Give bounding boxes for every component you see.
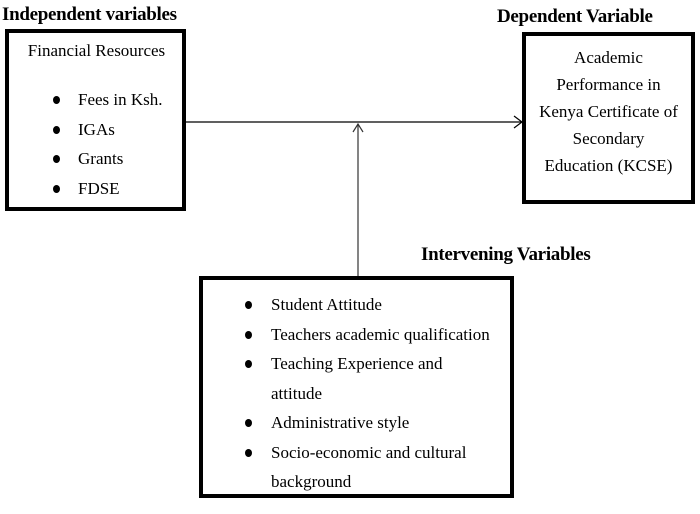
intervening-variables-heading: Intervening Variables <box>421 244 591 265</box>
bullet-icon <box>245 448 252 457</box>
item-label-continued: background <box>271 472 352 491</box>
item-label: Socio-economic and cultural <box>271 442 467 462</box>
bullet-icon <box>53 125 60 134</box>
list-item: Administrative style <box>203 408 510 438</box>
bullet-icon <box>53 96 60 104</box>
item-label: Teachers academic qualification <box>271 324 490 344</box>
bullet-icon <box>245 360 252 368</box>
independent-list: Fees in Ksh. IGAs Grants FDSE <box>9 85 182 203</box>
independent-variables-heading: Independent variables <box>2 4 177 25</box>
dependent-line: Performance in <box>556 75 661 94</box>
item-label: Administrative style <box>271 413 410 432</box>
item-label: Teaching Experience and <box>271 354 443 373</box>
list-item: Socio-economic and cultural background <box>203 438 510 497</box>
bullet-icon <box>245 301 252 309</box>
list-item: Fees in Ksh. <box>9 85 182 115</box>
dependent-variable-box: Academic Performance in Kenya Certificat… <box>522 32 695 204</box>
dependent-line: Academic <box>574 48 643 67</box>
list-item: Student Attitude <box>203 290 510 320</box>
item-label: Student Attitude <box>271 295 382 314</box>
list-item: Grants <box>9 144 182 174</box>
item-label: IGAs <box>78 119 115 139</box>
intervening-list: Student Attitude Teachers academic quali… <box>203 290 510 497</box>
intervening-variables-box: Student Attitude Teachers academic quali… <box>199 276 514 498</box>
list-item: IGAs <box>9 115 182 145</box>
list-item: FDSE <box>9 174 182 204</box>
bullet-icon <box>53 184 60 193</box>
bullet-icon <box>245 330 252 339</box>
dependent-line: Secondary <box>572 129 645 148</box>
dependent-variable-heading: Dependent Variable <box>497 6 653 27</box>
bullet-icon <box>245 419 252 427</box>
item-label: Grants <box>78 149 124 168</box>
independent-variables-box: Financial Resources Fees in Ksh. IGAs Gr… <box>5 29 186 211</box>
dependent-line: Education (KCSE) <box>544 156 673 175</box>
list-item: Teachers academic qualification <box>203 320 510 350</box>
arrowhead-up <box>352 122 364 133</box>
list-item: Teaching Experience and attitude <box>203 349 510 408</box>
financial-resources-title: Financial Resources <box>27 41 166 60</box>
item-label: Fees in Ksh. <box>78 90 163 109</box>
bullet-icon <box>53 155 60 163</box>
item-label-continued: attitude <box>271 383 322 403</box>
item-label: FDSE <box>78 178 120 198</box>
dependent-line: Kenya Certificate of <box>539 102 678 121</box>
